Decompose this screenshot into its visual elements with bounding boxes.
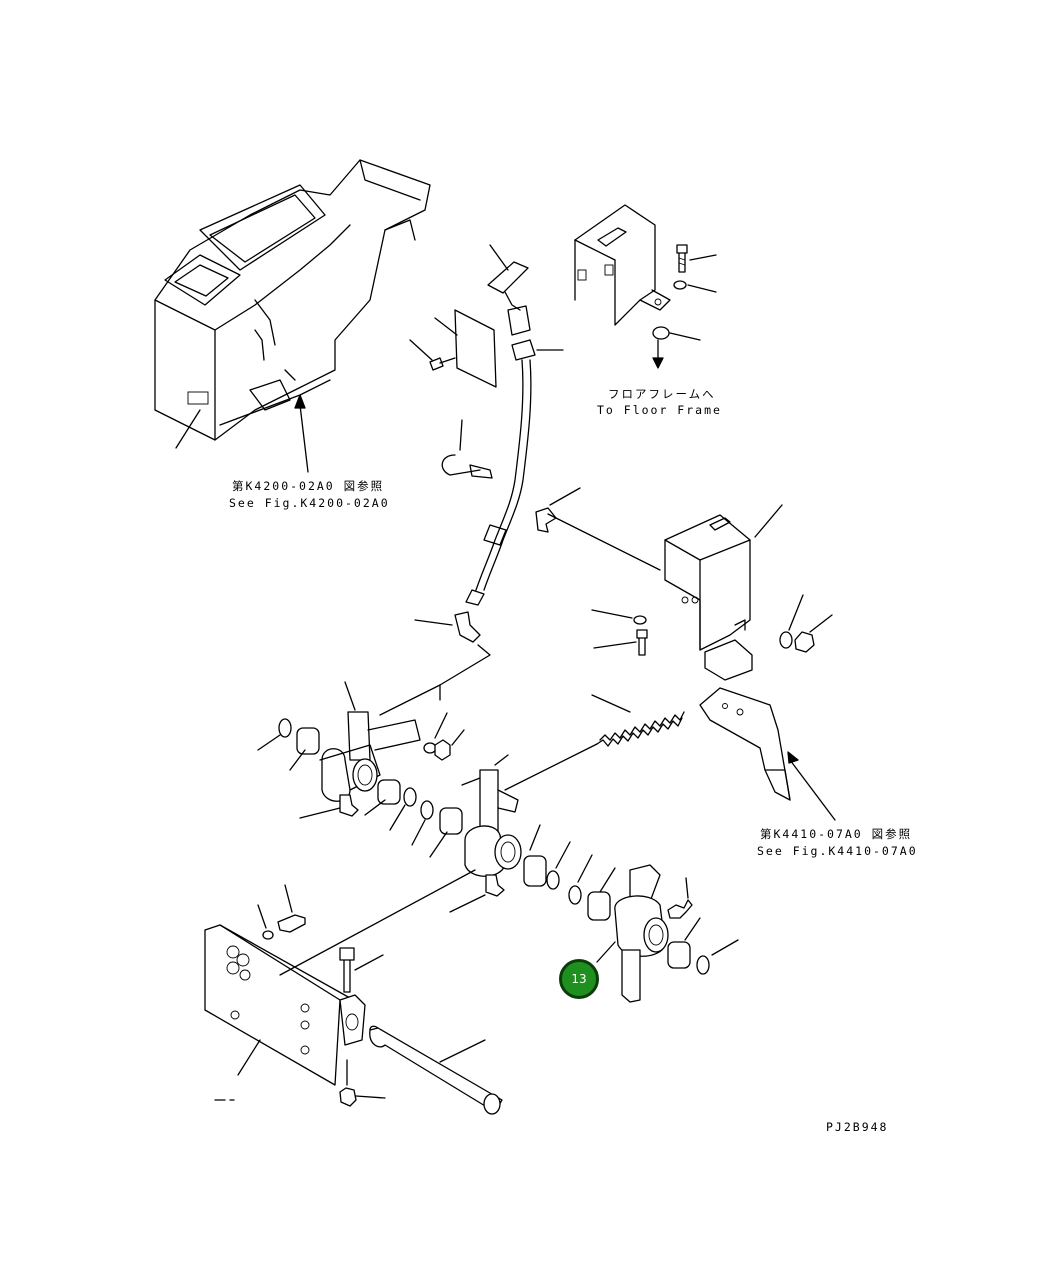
middle-lever [279, 754, 522, 976]
console-housing [154, 159, 431, 441]
drawing-number: PJ2B948 [826, 1120, 889, 1134]
callout-13-badge[interactable]: 13 [559, 959, 599, 999]
mounting-plate [204, 884, 503, 1115]
cable-clamp [535, 487, 661, 571]
upper-hardware [652, 244, 717, 369]
upper-bracket [574, 204, 671, 326]
floor-frame-label-jp: フロアフレームへ [608, 387, 716, 401]
spring-and-bracket [504, 687, 836, 821]
reference-1-label-jp: 第K4200-02A0 図参照 [232, 479, 385, 493]
reference-pointers [175, 394, 309, 473]
lever-knob-cable [409, 244, 564, 701]
callout-number: 13 [571, 972, 587, 986]
reference-2-label-jp: 第K4410-07A0 図参照 [760, 827, 913, 841]
upper-lever-assembly [257, 681, 465, 858]
lower-bushings [449, 824, 616, 921]
reference-1-label-en: See Fig.K4200-02A0 [229, 496, 390, 510]
right-pedal-lever [596, 864, 739, 1003]
floor-frame-label-en: To Floor Frame [597, 403, 722, 417]
right-bracket [591, 504, 833, 681]
reference-2-label-en: See Fig.K4410-07A0 [757, 844, 918, 858]
